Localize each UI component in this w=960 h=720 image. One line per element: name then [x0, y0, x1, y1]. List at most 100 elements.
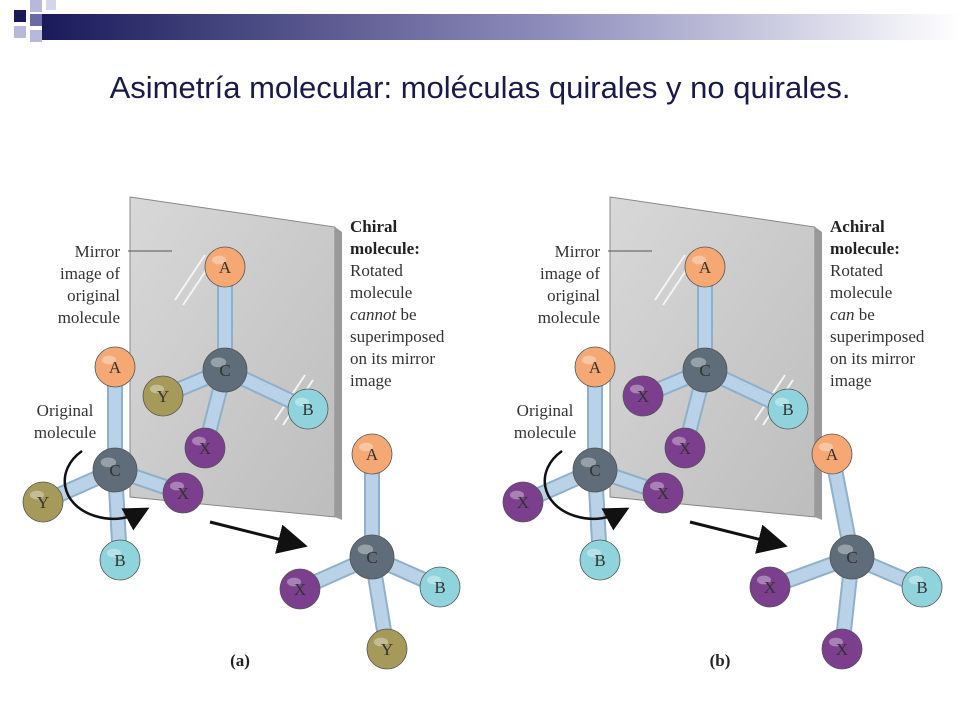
rotated-mol-atom-x-left-label: X [294, 580, 306, 599]
mirror-edge [815, 227, 822, 520]
rotated-mol-atom-b-right [901, 566, 943, 608]
rotated-mol-atom-a-top-label: A [366, 445, 379, 464]
mirror-mol-atom-x-bottom [664, 427, 706, 469]
side-description-line: molecule [830, 283, 892, 302]
original-label-line: molecule [514, 423, 576, 442]
mirror-mol-atom-c-label: C [219, 361, 230, 380]
rotation-arrow [543, 449, 630, 531]
original-mol-atom-x-right-shine [170, 481, 184, 491]
original-mol-atom-b-bottom [579, 539, 621, 581]
rotated-mol-atom-c [829, 534, 875, 580]
side-description-line: superimposed [350, 327, 445, 346]
mirror-mol-atom-b-right [287, 388, 329, 430]
rotated-mol-atom-c [349, 534, 395, 580]
original-mol-atom-b-bottom-shine [587, 548, 601, 558]
rotated-mol-atom-a-top-label: A [826, 445, 839, 464]
original-mol-atom-a-top [574, 346, 616, 388]
original-mol-atom-y-left-shine [30, 490, 44, 500]
original-mol-atom-b-bottom-label: B [114, 551, 125, 570]
rotated-mol-atom-a-top-shine [359, 442, 373, 452]
rotated-mol-atom-c-label: C [366, 548, 377, 567]
rotated-mol-atom-c-label: C [846, 548, 857, 567]
original-mol-atom-c-shine [100, 457, 117, 468]
mirror-mol-atom-x-bottom-shine [192, 436, 206, 446]
original-mol-atom-x-right-shine [650, 481, 664, 491]
rotated-mol-atom-x-left-label: X [764, 578, 776, 597]
mirror-mol-atom-b-right-shine [775, 397, 789, 407]
panel-caption: (a) [230, 651, 250, 670]
panel-caption: (b) [710, 651, 731, 670]
side-description-line: image [350, 371, 392, 390]
original-mol-atom-a-top-shine [102, 355, 116, 365]
original-mol-atom-x-right [162, 472, 204, 514]
mirror-mol-atom-x-bottom-label: X [199, 439, 211, 458]
side-title-line: molecule: [350, 239, 420, 258]
original-label-line: Original [517, 401, 574, 420]
side-description-line: cannot be [350, 305, 417, 324]
rotated-mol-atom-x-left [749, 566, 791, 608]
mirror-label-line: original [67, 286, 120, 305]
original-mol-atom-c-shine [580, 457, 597, 468]
mirror-edge [335, 227, 342, 520]
mirror-mol-atom-b-right [767, 388, 809, 430]
mirror-label-line: image of [540, 264, 600, 283]
mirror-mol-atom-y-left-label: Y [157, 387, 169, 406]
rotated-mol-atom-x-left [279, 568, 321, 610]
rotated-mol-atom-x-bottom-shine [829, 637, 843, 647]
rotation-arrow [63, 449, 150, 531]
side-description-line: on its mirror [830, 349, 915, 368]
mirror-label-line: molecule [538, 308, 600, 327]
mirror-mol-atom-a-top-label: A [699, 258, 712, 277]
original-mol-atom-c-label: C [589, 461, 600, 480]
rotated-mol-atom-c-shine [357, 544, 374, 555]
mirror-mol-atom-y-left [142, 375, 184, 417]
mirror-mol-atom-y-left-shine [150, 384, 164, 394]
original-mol-atom-a-top-shine [582, 355, 596, 365]
rotated-mol-atom-b-right [419, 566, 461, 608]
rotated-mol-atom-b-right-label: B [916, 578, 927, 597]
original-mol-atom-c [572, 447, 618, 493]
original-mol-atom-b-bottom-shine [107, 548, 121, 558]
rotated-mol-atom-a-top [811, 433, 853, 475]
mirror-mol-atom-c [682, 347, 728, 393]
original-mol-atom-y-left [22, 481, 64, 523]
mirror-mol-atom-a-top [204, 246, 246, 288]
rotated-mol-atom-b-right-label: B [434, 578, 445, 597]
rotated-mol-atom-a-top [351, 433, 393, 475]
rotated-mol-atom-x-left-shine [287, 577, 301, 587]
mirror-label-line: Mirror [555, 242, 601, 261]
original-mol-atom-a-top-label: A [109, 358, 122, 377]
original-label-line: Original [37, 401, 94, 420]
mirror-mol-atom-a-top-shine [212, 255, 226, 265]
side-description-line: superimposed [830, 327, 925, 346]
original-mol-atom-a-top-label: A [589, 358, 602, 377]
mirror-mol-atom-b-right-shine [295, 397, 309, 407]
side-description-line: Rotated [350, 261, 403, 280]
mirror-mol-atom-x-left-label: X [637, 387, 649, 406]
original-mol-atom-x-left-label: X [517, 493, 529, 512]
rotated-mol-atom-x-left-shine [757, 575, 771, 585]
original-mol-atom-y-left-label: Y [37, 493, 49, 512]
mirror-mol-atom-x-left-shine [630, 384, 644, 394]
mirror-mol-atom-c [202, 347, 248, 393]
original-mol-atom-b-bottom-label: B [594, 551, 605, 570]
rotated-mol-atom-x-bottom-label: X [836, 640, 848, 659]
original-mol-atom-x-left [502, 481, 544, 523]
rotated-mol-atom-a-top-shine [819, 442, 833, 452]
mirror-mol-atom-x-bottom-label: X [679, 439, 691, 458]
mirror-mol-atom-a-top-label: A [219, 258, 232, 277]
mirror-mol-atom-x-bottom [184, 427, 226, 469]
rotated-mol-atom-x-bottom [821, 628, 863, 670]
mirror-glare [654, 254, 686, 301]
mirror-mol-atom-b-right-label: B [782, 400, 793, 419]
mirror-mol-atom-a-top [684, 246, 726, 288]
mirror-glare [174, 254, 206, 301]
mirror-mol-atom-b-right-label: B [302, 400, 313, 419]
mirror-mol-atom-c-shine [690, 357, 707, 368]
slide-corner-decoration [14, 0, 960, 42]
original-mol-atom-a-top [94, 346, 136, 388]
mirror-label-line: original [547, 286, 600, 305]
mirror-mol-atom-x-bottom-shine [672, 436, 686, 446]
